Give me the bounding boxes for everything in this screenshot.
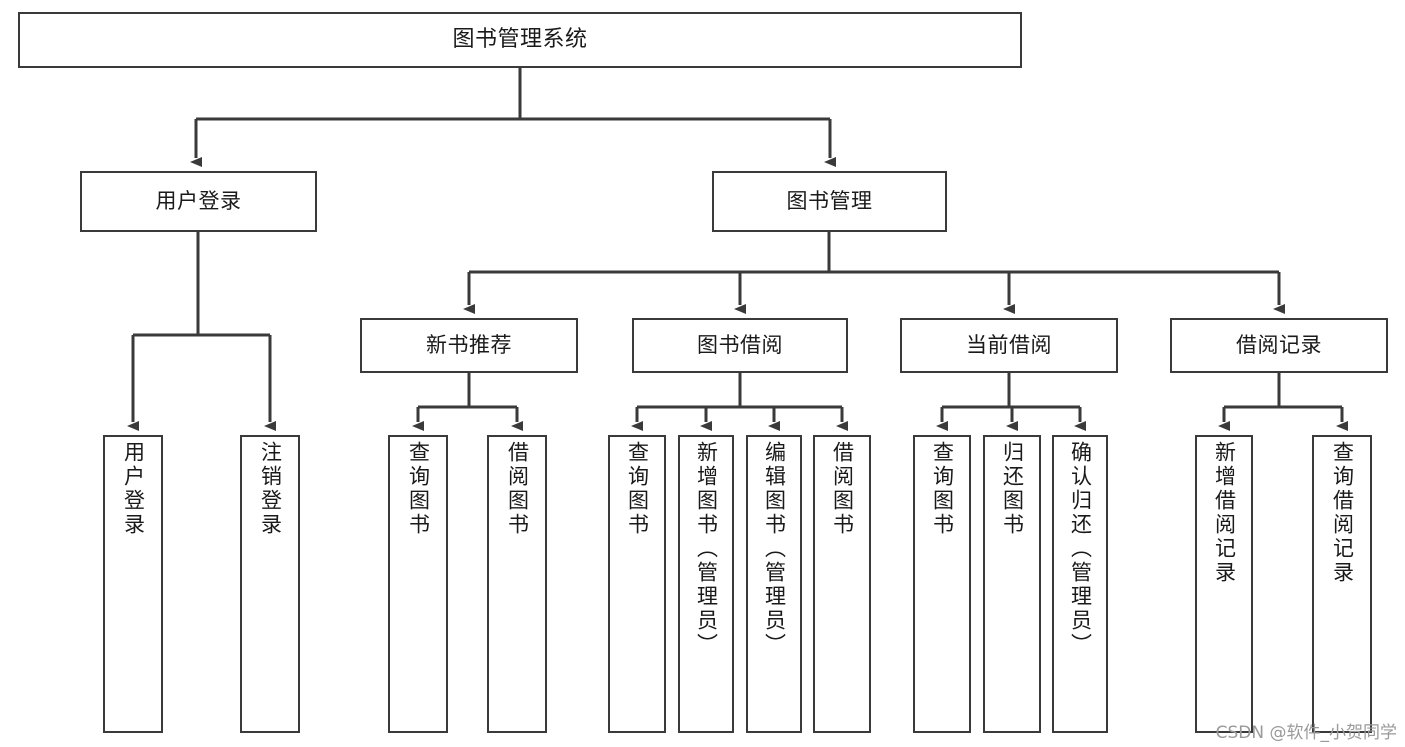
leaf-query-borrow-record[interactable]: 查询借阅记录 [1312, 435, 1372, 733]
leaf-edit-book-admin[interactable]: 编辑图书（管理员） [746, 435, 802, 733]
leaf-borrow-query-book[interactable]: 查询图书 [608, 435, 666, 733]
leaf-borrow-book[interactable]: 借阅图书 [813, 435, 871, 733]
node-new-book-recommend[interactable]: 新书推荐 [360, 318, 578, 373]
leaf-user-login[interactable]: 用户登录 [103, 435, 163, 733]
leaf-add-borrow-record-label: 新增借阅记录 [1212, 441, 1237, 585]
leaf-current-query-book[interactable]: 查询图书 [913, 435, 971, 733]
node-root[interactable]: 图书管理系统 [18, 12, 1022, 68]
leaf-return-book[interactable]: 归还图书 [983, 435, 1041, 733]
leaf-recommend-borrow-book[interactable]: 借阅图书 [487, 435, 547, 733]
leaf-user-login-label: 用户登录 [121, 441, 146, 537]
node-borrow-record[interactable]: 借阅记录 [1170, 318, 1388, 373]
leaf-add-book-admin-label: 新增图书（管理员） [694, 441, 719, 657]
leaf-add-borrow-record[interactable]: 新增借阅记录 [1195, 435, 1253, 733]
leaf-logout[interactable]: 注销登录 [240, 435, 300, 733]
leaf-recommend-query-book-label: 查询图书 [406, 441, 431, 537]
node-root-label: 图书管理系统 [452, 26, 588, 52]
leaf-current-query-book-label: 查询图书 [930, 441, 955, 537]
leaf-add-book-admin[interactable]: 新增图书（管理员） [678, 435, 734, 733]
node-current-borrow-label: 当前借阅 [966, 332, 1052, 357]
node-book-borrow[interactable]: 图书借阅 [632, 318, 848, 373]
leaf-query-borrow-record-label: 查询借阅记录 [1330, 441, 1355, 585]
leaf-borrow-query-book-label: 查询图书 [625, 441, 650, 537]
leaf-recommend-query-book[interactable]: 查询图书 [388, 435, 448, 733]
leaf-return-book-label: 归还图书 [1000, 441, 1025, 537]
node-book-management[interactable]: 图书管理 [712, 171, 947, 232]
node-user-login[interactable]: 用户登录 [80, 171, 317, 232]
node-user-login-label: 用户登录 [155, 188, 242, 213]
node-book-management-label: 图书管理 [786, 188, 873, 213]
node-current-borrow[interactable]: 当前借阅 [900, 318, 1118, 373]
leaf-confirm-return-admin[interactable]: 确认归还（管理员） [1052, 435, 1108, 733]
leaf-confirm-return-admin-label: 确认归还（管理员） [1068, 441, 1093, 657]
leaf-logout-label: 注销登录 [258, 441, 283, 537]
node-book-borrow-label: 图书借阅 [697, 332, 783, 357]
watermark: CSDN @软件_小贺同学 [1215, 723, 1397, 743]
leaf-edit-book-admin-label: 编辑图书（管理员） [762, 441, 787, 657]
node-borrow-record-label: 借阅记录 [1236, 332, 1322, 357]
leaf-recommend-borrow-book-label: 借阅图书 [505, 441, 530, 537]
node-new-book-recommend-label: 新书推荐 [426, 332, 512, 357]
leaf-borrow-book-label: 借阅图书 [830, 441, 855, 537]
